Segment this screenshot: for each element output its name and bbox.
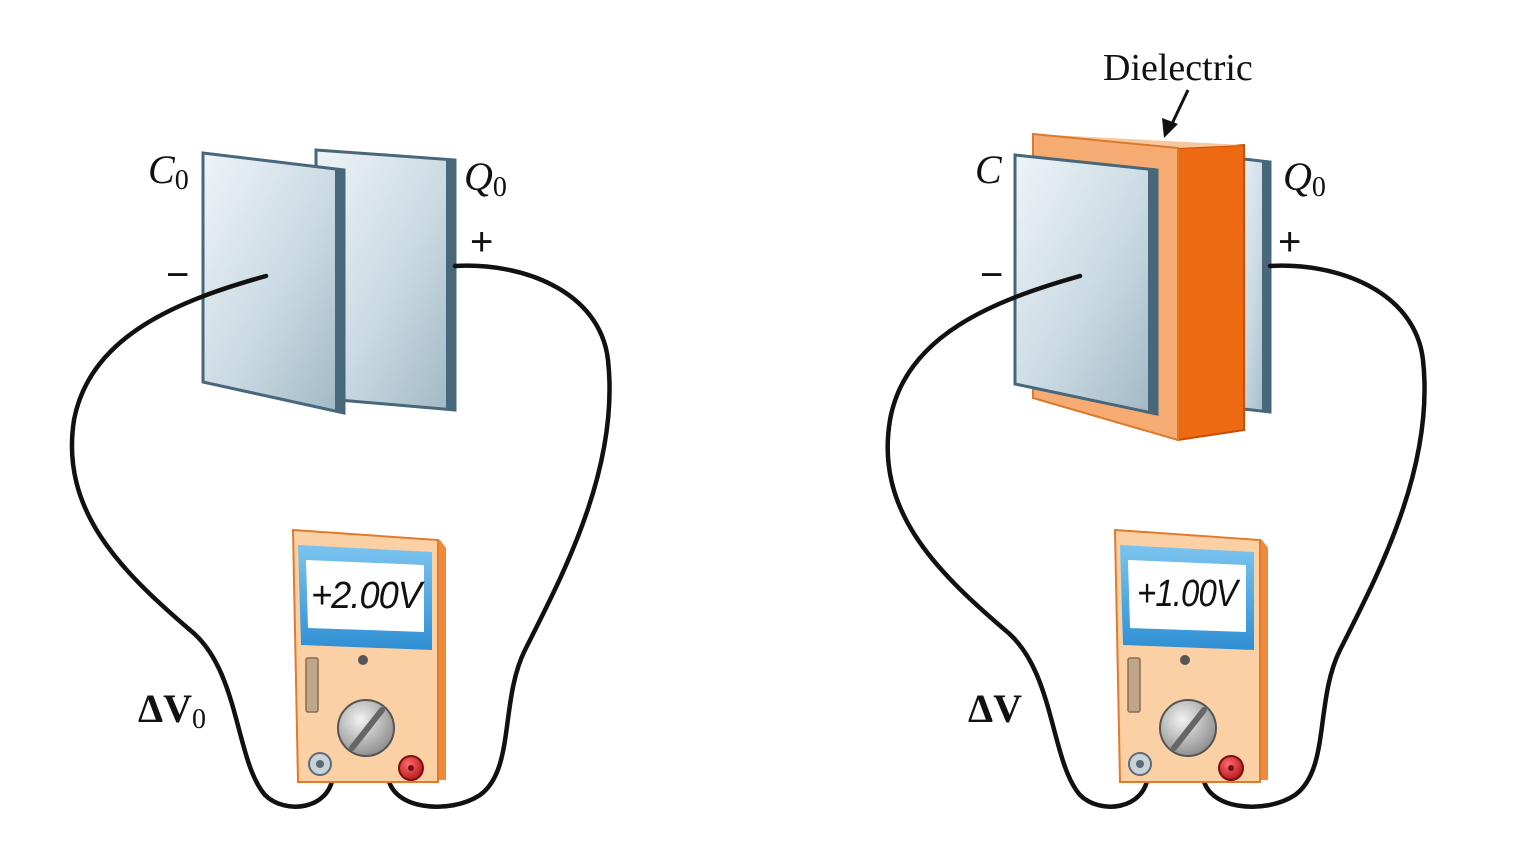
right-pos-sign: + (1278, 220, 1301, 264)
left-negative-wire (69, 273, 336, 809)
red-terminal-icon (398, 755, 424, 781)
left-charge-label: Q0 (464, 154, 507, 203)
left-voltmeter: +2.00V (291, 528, 446, 783)
left-voltage-label: ΔV0 (138, 686, 206, 735)
meter-dial-icon (337, 699, 395, 757)
left-neg-sign: − (166, 253, 189, 297)
meter-dial-icon (1159, 699, 1217, 757)
terminal-icon (308, 752, 332, 776)
right-negative-wire (885, 273, 1151, 809)
left-positive-wire (385, 263, 612, 809)
right-meter-reading: +1.00V (1137, 573, 1241, 615)
right-positive-wire (1200, 263, 1427, 809)
right-negative-plate (1013, 153, 1159, 416)
right-voltage-label: ΔV (968, 686, 1022, 731)
left-pos-sign: + (470, 220, 493, 264)
left-negative-plate (201, 151, 346, 415)
right-voltmeter: +1.00V (1113, 528, 1268, 783)
dielectric-label: Dielectric (1103, 47, 1253, 89)
right-setup: +1.00V Dielectric C Q0 − + ΔV (885, 47, 1427, 809)
left-setup: +2.00V C0 Q0 − + ΔV0 (69, 147, 612, 809)
left-meter-reading: +2.00V (311, 575, 425, 617)
red-terminal-icon (1218, 755, 1244, 781)
left-capacitance-label: C0 (148, 147, 189, 196)
right-capacitance-label: C (975, 147, 1003, 192)
terminal-icon (1128, 752, 1152, 776)
dielectric-arrow (1162, 89, 1190, 138)
right-charge-label: Q0 (1283, 154, 1326, 203)
right-neg-sign: − (980, 253, 1003, 297)
